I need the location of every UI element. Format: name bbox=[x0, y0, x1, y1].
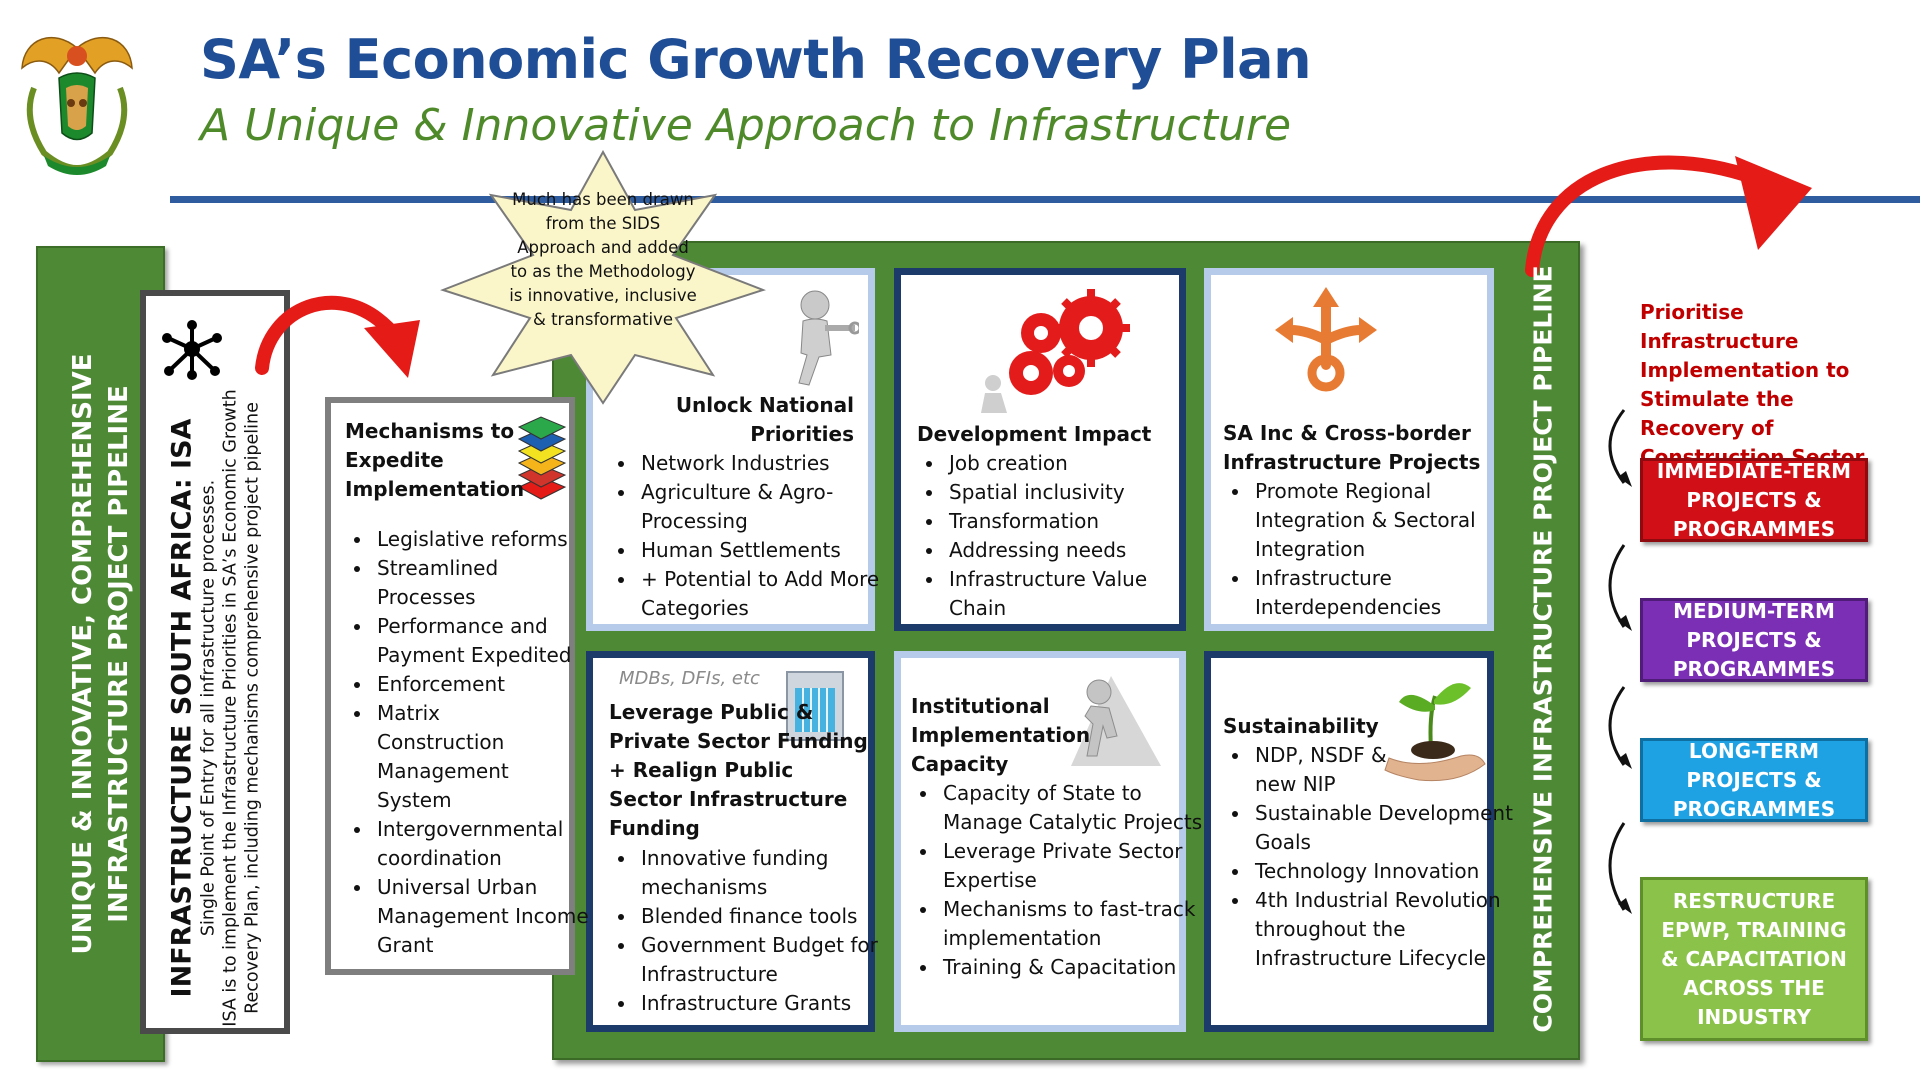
card-sa-inc: SA Inc & Cross-border Infrastructure Pro… bbox=[1204, 268, 1494, 631]
development-title: Development Impact bbox=[917, 422, 1152, 446]
directional-arrows-icon bbox=[1275, 287, 1377, 392]
red-curved-arrow-icon bbox=[255, 295, 420, 378]
list-item: Addressing needs bbox=[945, 536, 1207, 565]
mechanisms-panel: Mechanisms to Expedite Implementation Le… bbox=[325, 397, 589, 975]
plant-in-hand-icon bbox=[1384, 683, 1486, 782]
list-item: Universal Urban Management Income Grant bbox=[373, 873, 595, 960]
figure-pushing-icon bbox=[1071, 676, 1161, 766]
star-callout-icon bbox=[440, 150, 766, 405]
page-subtitle: A Unique & Innovative Approach to Infras… bbox=[200, 100, 1292, 151]
list-item: Job creation bbox=[945, 449, 1207, 478]
list-item: Government Budget for Infrastructure bbox=[637, 931, 899, 989]
list-item: Agriculture & Agro-Processing bbox=[637, 478, 887, 536]
star-note: Much has been drawn from the SIDS Approa… bbox=[509, 190, 697, 329]
isa-panel: INFRASTRUCTURE SOUTH AFRICA: ISA Single … bbox=[140, 290, 290, 1034]
list-item: Spatial inclusivity bbox=[945, 478, 1207, 507]
list-item: NDP, NSDF & new NIP bbox=[1251, 741, 1395, 799]
list-item: 4th Industrial Revolution throughout the… bbox=[1251, 886, 1513, 973]
leverage-title: Leverage Public & Private Sector Funding… bbox=[609, 700, 868, 840]
phase-label: LONG-TERM PROJECTS & PROGRAMMES bbox=[1672, 738, 1836, 821]
phase-immediate-term: IMMEDIATE-TERM PROJECTS & PROGRAMMES bbox=[1640, 458, 1868, 542]
mechanisms-title: Mechanisms to Expedite Implementation bbox=[345, 419, 525, 501]
card-sustainability: Sustainability NDP, NSDF & new NIP Susta… bbox=[1204, 651, 1513, 1032]
phase-restructure-epwp: RESTRUCTURE EPWP, TRAINING & CAPACITATIO… bbox=[1640, 877, 1868, 1041]
list-item: Human Settlements bbox=[637, 536, 887, 565]
left-band-label-line1: UNIQUE & INNOVATIVE, COMPREHENSIVE bbox=[67, 353, 98, 955]
header-divider-line bbox=[170, 196, 1920, 203]
development-list: Job creation Spatial inclusivity Transfo… bbox=[917, 449, 1207, 623]
isa-desc-line2: ISA is to implement the Infrastructure P… bbox=[220, 389, 241, 1027]
list-item: Legislative reforms bbox=[373, 525, 595, 554]
phase-medium-term: MEDIUM-TERM PROJECTS & PROGRAMMES bbox=[1640, 598, 1868, 682]
list-item: Infrastructure Value Chain bbox=[945, 565, 1207, 623]
list-item: Streamlined Processes bbox=[373, 554, 595, 612]
list-item: Innovative funding mechanisms bbox=[637, 844, 899, 902]
left-band-label-line2: INFRASTRUCTURE PROJECT PIPELINE bbox=[103, 385, 134, 923]
sustainability-title: Sustainability bbox=[1223, 714, 1379, 738]
list-item: Network Industries bbox=[637, 449, 887, 478]
sustainability-list: NDP, NSDF & new NIP Sustainable Developm… bbox=[1223, 741, 1513, 973]
phase-long-term: LONG-TERM PROJECTS & PROGRAMMES bbox=[1640, 738, 1868, 822]
unlock-title: Unlock National Priorities bbox=[675, 393, 854, 446]
isa-desc-line1: Single Point of Entry for all infrastruc… bbox=[198, 479, 219, 937]
pipeline-label: COMPREHENSIVE INFRASTRUCTURE PROJECT PIP… bbox=[1528, 264, 1558, 1033]
stacked-layers-icon bbox=[517, 416, 567, 500]
list-item: Infrastructure Grants bbox=[637, 989, 899, 1018]
list-item: Mechanisms to fast-track implementation bbox=[939, 895, 1209, 953]
curved-connector-arrows-icon bbox=[1608, 409, 1632, 914]
mechanisms-list: Legislative reforms Streamlined Processe… bbox=[345, 525, 595, 960]
list-item: Blended finance tools bbox=[637, 902, 899, 931]
page-title: SA’s Economic Growth Recovery Plan bbox=[200, 28, 1312, 91]
card-development-impact: Development Impact Job creation Spatial … bbox=[894, 268, 1186, 631]
sainc-list: Promote Regional Integration & Sectoral … bbox=[1223, 477, 1513, 622]
leverage-list: Innovative funding mechanisms Blended fi… bbox=[609, 844, 899, 1018]
red-curved-arrow-right-icon bbox=[1525, 155, 1812, 277]
list-item: Leverage Private Sector Expertise bbox=[939, 837, 1209, 895]
list-item: Promote Regional Integration & Sectoral … bbox=[1251, 477, 1513, 564]
list-item: Performance and Payment Expedited bbox=[373, 612, 595, 670]
list-item: Enforcement bbox=[373, 670, 595, 699]
list-item: + Potential to Add More Categories bbox=[637, 565, 887, 623]
list-item: Capacity of State to Manage Catalytic Pr… bbox=[939, 779, 1209, 837]
list-item: Intergovernmental coordination bbox=[373, 815, 595, 873]
isa-title: INFRASTRUCTURE SOUTH AFRICA: ISA bbox=[166, 418, 198, 998]
gears-icon bbox=[981, 289, 1130, 413]
isa-desc-line3: Recovery Plan, including mechanisms comp… bbox=[242, 402, 263, 1014]
list-item: Transformation bbox=[945, 507, 1207, 536]
phase-label: RESTRUCTURE EPWP, TRAINING & CAPACITATIO… bbox=[1661, 888, 1847, 1029]
card-institutional-capacity: Institutional Implementation Capacity Ca… bbox=[894, 651, 1202, 1032]
list-item: Matrix Construction Management System bbox=[373, 699, 509, 815]
network-hub-icon bbox=[162, 320, 222, 380]
sainc-title: SA Inc & Cross-border Infrastructure Pro… bbox=[1223, 421, 1481, 474]
pipeline-band: COMPREHENSIVE INFRASTRUCTURE PROJECT PIP… bbox=[1512, 241, 1574, 1056]
institutional-list: Capacity of State to Manage Catalytic Pr… bbox=[911, 779, 1209, 982]
card-leverage-funding: MDBs, DFIs, etc Leverage Public & Privat… bbox=[586, 651, 878, 1032]
phase-label: IMMEDIATE-TERM PROJECTS & PROGRAMMES bbox=[1656, 458, 1852, 541]
list-item: Training & Capacitation bbox=[939, 953, 1209, 982]
building-icon bbox=[786, 671, 844, 741]
institutional-title: Institutional Implementation Capacity bbox=[911, 694, 1091, 776]
figure-with-key-icon bbox=[798, 290, 859, 386]
phase-label: MEDIUM-TERM PROJECTS & PROGRAMMES bbox=[1672, 598, 1836, 681]
card-unlock-priorities: Unlock National Priorities Network Indus… bbox=[586, 268, 879, 631]
unlock-list: Network Industries Agriculture & Agro-Pr… bbox=[609, 449, 887, 623]
leverage-tag: MDBs, DFIs, etc bbox=[619, 668, 760, 689]
list-item: Technology Innovation bbox=[1251, 857, 1513, 886]
list-item: Sustainable Development Goals bbox=[1251, 799, 1513, 857]
list-item: Infrastructure Interdependencies bbox=[1251, 564, 1513, 622]
prioritise-text: Prioritise Infrastructure Implementation… bbox=[1640, 300, 1865, 469]
coat-of-arms-icon bbox=[21, 37, 133, 175]
